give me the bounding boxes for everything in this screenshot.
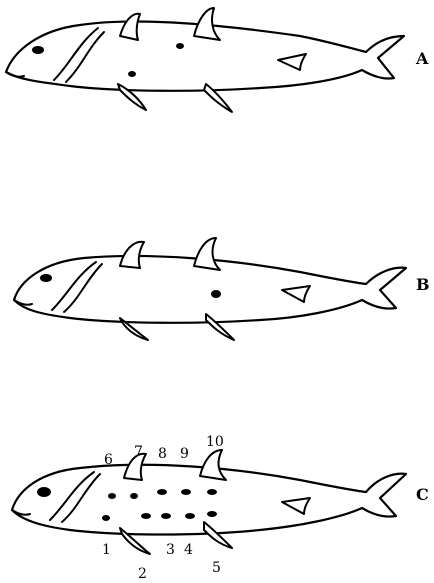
fish-b-fin-dorsal [194,238,220,270]
fish-c-spot [207,489,217,495]
fish-c-number: 9 [180,446,189,462]
fish-c-spot [207,511,217,517]
fish-c-spot [141,513,151,519]
fish-a-spot [176,43,184,49]
fish-c-spot [102,515,110,521]
fish-c-number: 1 [102,542,111,558]
fish-c-number: 10 [206,434,224,450]
fish-c-fin-dorsal [200,450,226,480]
fish-a-spot [128,71,136,77]
fish-a-fin-dorsal [194,8,220,40]
fish-c-spot [157,489,167,495]
fish-b-spot [211,290,221,298]
fish-c-number: 5 [212,560,221,576]
fish-a-label: A [415,49,429,68]
fish-c-spot [181,489,191,495]
fish-a: A [6,8,429,112]
fish-c-number: 3 [166,542,175,558]
fish-c-spot [130,493,138,499]
fish-b: B [14,238,430,340]
fish-c-number: 8 [158,446,167,462]
fish-c-spot [185,513,195,519]
fish-c-label: C [416,485,429,504]
fish-a-eye [32,46,44,54]
fish-c-number: 6 [104,452,113,468]
fish-c-spot [108,493,116,499]
fish-c-eye [37,487,51,497]
fish-c-number: 2 [138,566,147,582]
fish-c-number: 4 [184,542,193,558]
fish-c: 1 2 3 4 5 6 7 8 9 10 C [12,434,429,582]
fish-b-eye [40,274,52,282]
fish-a-fin-head [120,14,140,40]
fish-b-label: B [416,275,430,294]
fish-c-spot [161,513,171,519]
fish-c-number: 7 [134,444,143,460]
